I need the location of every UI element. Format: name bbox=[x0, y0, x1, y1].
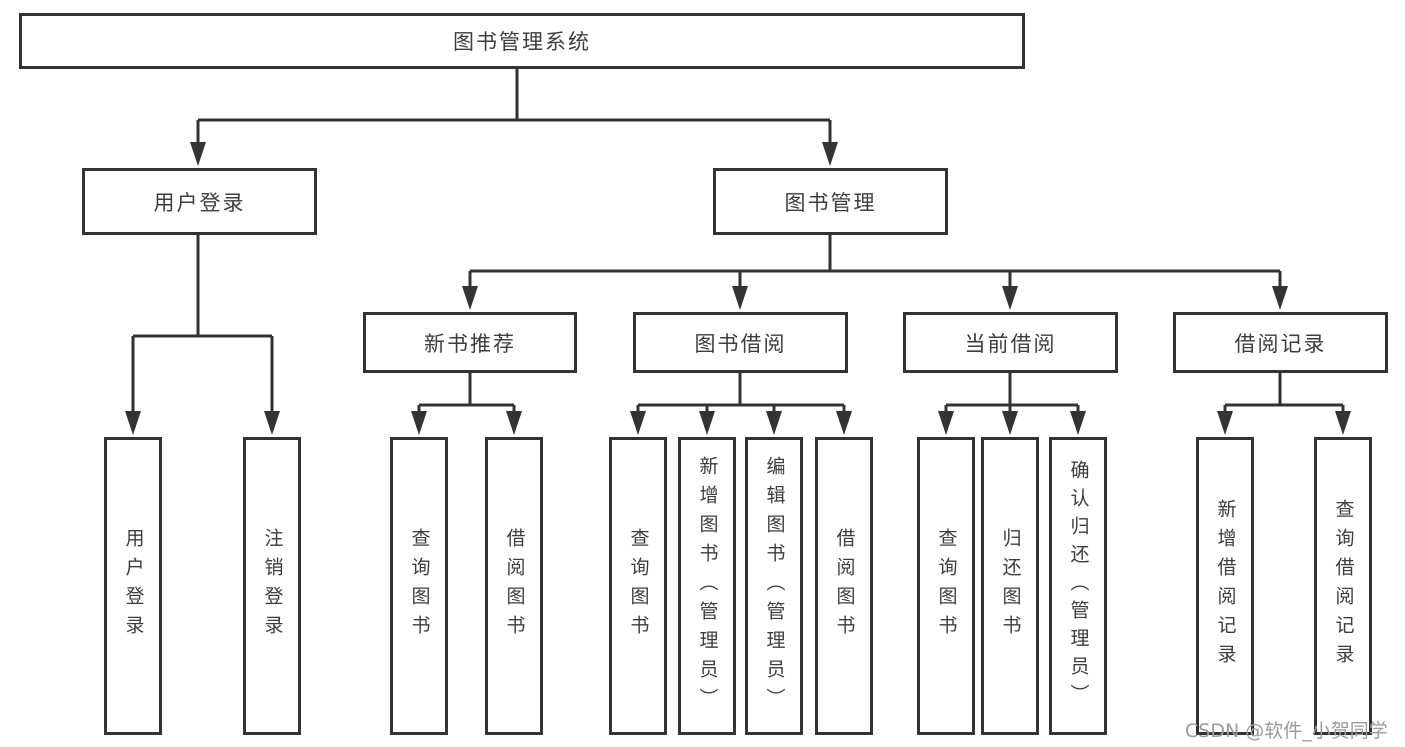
node-user-login: 用户登录 bbox=[82, 168, 317, 235]
node-label: 借阅图书 bbox=[833, 528, 856, 644]
connector-new-book-recommend-children bbox=[411, 373, 522, 435]
node-book-borrowing: 图书借阅 bbox=[633, 312, 848, 373]
leaf-bb-add-books-admin: 新增图书（管理员） bbox=[678, 437, 736, 735]
arrow-down-icon bbox=[264, 411, 280, 435]
node-label: 借阅记录 bbox=[1234, 331, 1327, 356]
node-label: 查询图书 bbox=[408, 528, 431, 644]
leaf-bb-query-books: 查询图书 bbox=[609, 437, 667, 735]
leaf-cb-confirm-return-admin: 确认归还（管理员） bbox=[1049, 437, 1107, 735]
arrow-down-icon bbox=[1272, 286, 1288, 310]
node-new-book-recommend: 新书推荐 bbox=[363, 312, 577, 373]
connector-book-management-children bbox=[462, 235, 1288, 310]
node-label: 新增图书（管理员） bbox=[696, 455, 719, 717]
arrow-down-icon bbox=[699, 411, 715, 435]
node-library-management-system: 图书管理系统 bbox=[19, 13, 1025, 69]
arrow-down-icon bbox=[1217, 411, 1233, 435]
node-borrowing-records: 借阅记录 bbox=[1173, 312, 1388, 373]
leaf-bb-borrow-books: 借阅图书 bbox=[815, 437, 873, 735]
node-label: 借阅图书 bbox=[503, 528, 526, 644]
arrow-down-icon bbox=[506, 411, 522, 435]
connector-book-borrowing-children bbox=[630, 373, 852, 435]
arrow-down-icon bbox=[1335, 411, 1351, 435]
leaf-nbr-borrow-books: 借阅图书 bbox=[485, 437, 543, 735]
connector-current-borrowing-children bbox=[938, 373, 1086, 435]
node-label: 新书推荐 bbox=[424, 331, 516, 356]
node-label: 当前借阅 bbox=[964, 331, 1057, 356]
node-label: 归还图书 bbox=[999, 528, 1022, 644]
connector-borrowing-records-children bbox=[1217, 373, 1351, 435]
node-label: 用户登录 bbox=[122, 528, 145, 644]
connector-user-login-children bbox=[125, 235, 280, 435]
node-current-borrowing: 当前借阅 bbox=[903, 312, 1118, 373]
arrow-down-icon bbox=[732, 286, 748, 310]
node-label: 查询图书 bbox=[627, 528, 650, 644]
node-label: 图书管理 bbox=[784, 190, 877, 215]
node-label: 确认归还（管理员） bbox=[1067, 460, 1090, 712]
leaf-br-query-record: 查询借阅记录 bbox=[1314, 437, 1372, 735]
node-label: 查询借阅记录 bbox=[1332, 499, 1355, 673]
arrow-down-icon bbox=[766, 411, 782, 435]
arrow-down-icon bbox=[1002, 286, 1018, 310]
node-label: 查询图书 bbox=[935, 528, 958, 644]
node-label: 图书借阅 bbox=[694, 331, 787, 356]
node-label: 编辑图书（管理员） bbox=[763, 455, 786, 717]
arrow-down-icon bbox=[630, 411, 646, 435]
node-book-management: 图书管理 bbox=[713, 168, 948, 235]
node-label: 图书管理系统 bbox=[453, 30, 591, 54]
leaf-logout: 注销登录 bbox=[243, 437, 301, 735]
arrow-down-icon bbox=[938, 411, 954, 435]
arrow-down-icon bbox=[125, 411, 141, 435]
arrow-down-icon bbox=[462, 286, 478, 310]
node-label: 新增借阅记录 bbox=[1214, 499, 1237, 673]
leaf-nbr-query-books: 查询图书 bbox=[390, 437, 448, 735]
node-label: 用户登录 bbox=[153, 190, 246, 215]
arrow-down-icon bbox=[411, 411, 427, 435]
arrow-down-icon bbox=[822, 142, 838, 166]
leaf-bb-edit-books-admin: 编辑图书（管理员） bbox=[745, 437, 803, 735]
leaf-br-add-record: 新增借阅记录 bbox=[1196, 437, 1254, 735]
leaf-cb-query-books: 查询图书 bbox=[917, 437, 975, 735]
arrow-down-icon bbox=[1002, 411, 1018, 435]
csdn-watermark: CSDN @软件_小贺同学 bbox=[1185, 720, 1388, 742]
arrow-down-icon bbox=[1070, 411, 1086, 435]
connector-root-to-level2 bbox=[190, 69, 838, 166]
leaf-user-login: 用户登录 bbox=[104, 437, 162, 735]
node-label: 注销登录 bbox=[261, 528, 284, 644]
arrow-down-icon bbox=[836, 411, 852, 435]
leaf-cb-return-books: 归还图书 bbox=[981, 437, 1039, 735]
arrow-down-icon bbox=[190, 142, 206, 166]
